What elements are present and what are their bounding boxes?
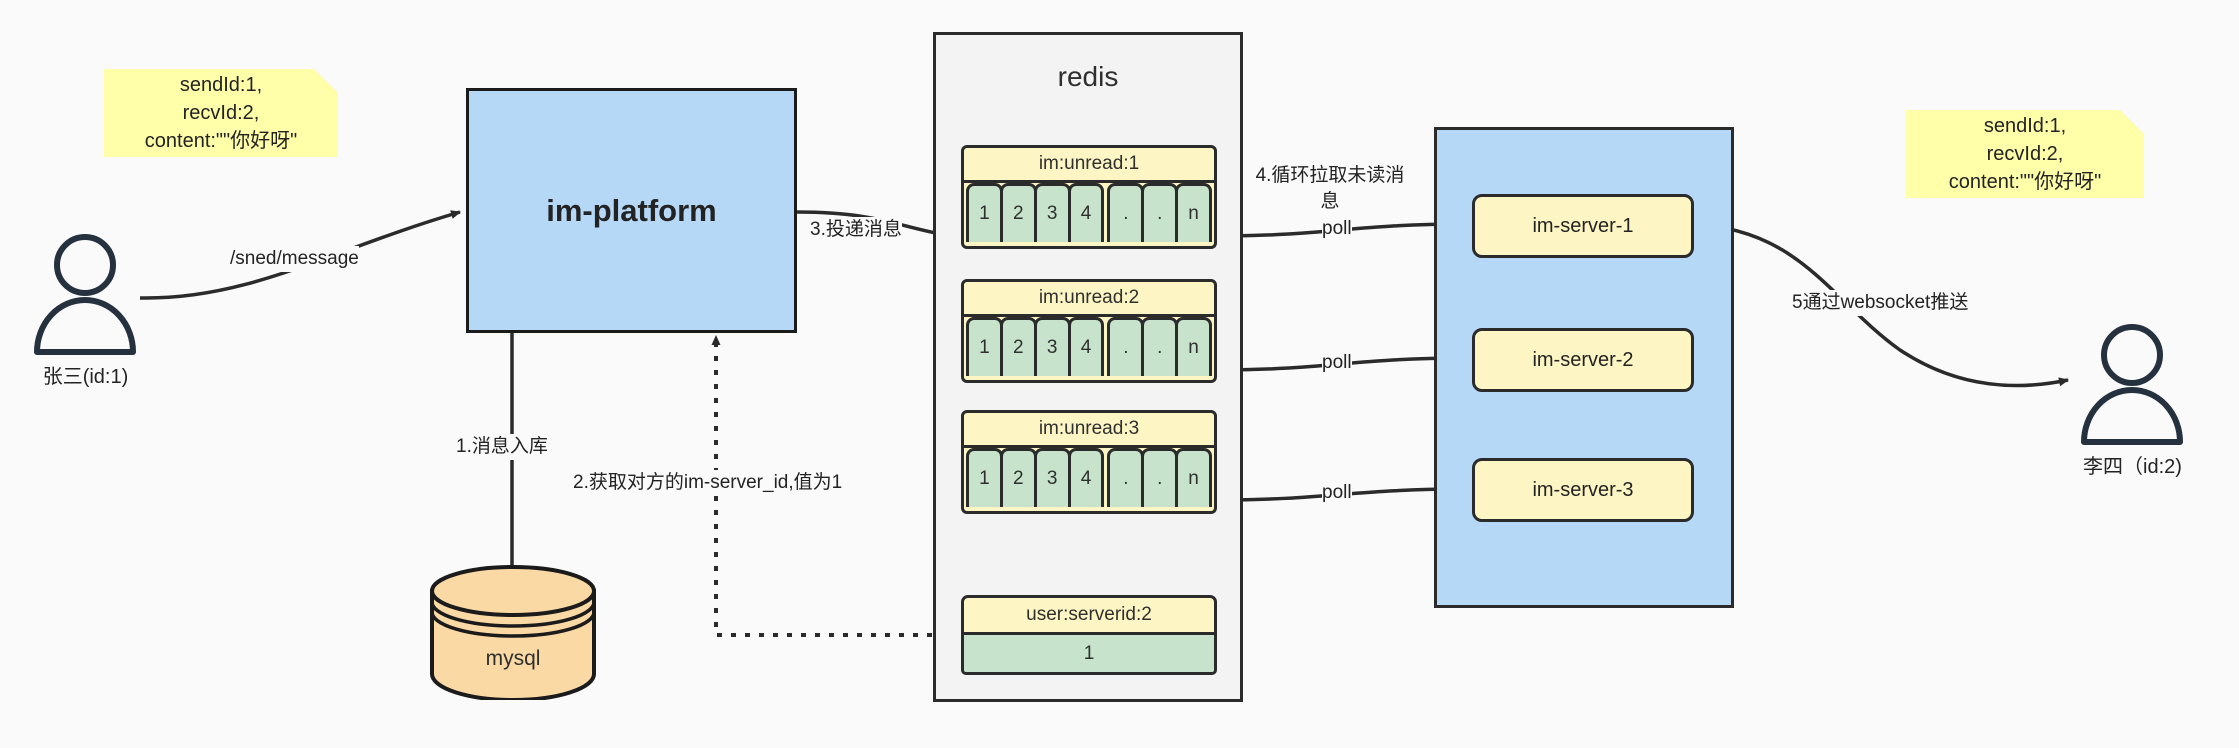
note-fold-icon <box>314 69 338 93</box>
redis-list-cells: 1 2 3 4 . . n <box>961 448 1217 514</box>
list-cell: . <box>1141 317 1179 376</box>
list-cell: 2 <box>999 317 1037 376</box>
list-cell: . <box>1107 183 1145 242</box>
database-cylinder-icon: mysql <box>430 565 596 702</box>
edge-label-step3: 3.投递消息 <box>810 217 902 243</box>
user-icon <box>34 234 136 355</box>
list-cell: 3 <box>1033 448 1071 507</box>
redis-kv-key: user:serverid:2 <box>961 595 1217 635</box>
im-platform-label: im-platform <box>546 192 717 228</box>
mysql-label: mysql <box>486 647 541 670</box>
edge-label-send-message: /sned/message <box>230 246 359 272</box>
redis-kv-user-serverid[interactable]: user:serverid:2 1 <box>961 595 1217 675</box>
redis-list-key: im:unread:1 <box>961 145 1217 183</box>
im-server-3-label: im-server-3 <box>1532 478 1634 501</box>
list-cell: . <box>1107 448 1145 507</box>
im-server-group: im-server-1 im-server-2 im-server-3 <box>1434 127 1734 608</box>
edge-label-poll-3: poll <box>1322 480 1352 506</box>
redis-title: redis <box>1057 61 1119 92</box>
list-cell: 1 <box>966 317 1003 376</box>
redis-kv-value: 1 <box>961 635 1217 675</box>
edge-label-step2: 2.获取对方的im-server_id,值为1 <box>573 470 843 496</box>
list-cell: . <box>1141 448 1179 507</box>
actor-receiver-label: 李四（id:2) <box>2083 456 2182 478</box>
note-right: sendId:1, recvId:2, content:""你好呀" <box>1906 110 2144 198</box>
im-server-2-box[interactable]: im-server-2 <box>1472 328 1694 392</box>
edge-label-poll-1: poll <box>1322 216 1352 242</box>
list-cell: . <box>1107 317 1145 376</box>
actor-sender[interactable]: 张三(id:1) <box>28 232 143 392</box>
im-server-1-label: im-server-1 <box>1532 214 1634 237</box>
redis-list-key: im:unread:3 <box>961 410 1217 448</box>
edge-label-step5: 5通过websocket推送 <box>1792 290 1969 316</box>
redis-list-key: im:unread:2 <box>961 279 1217 317</box>
redis-list-im-unread-2[interactable]: im:unread:2 1 2 3 4 . . n <box>961 279 1217 383</box>
list-cell: 3 <box>1033 183 1071 242</box>
im-server-1-box[interactable]: im-server-1 <box>1472 194 1694 258</box>
list-cell: n <box>1175 183 1213 242</box>
user-icon <box>2081 324 2183 445</box>
list-cell: 4 <box>1067 183 1105 242</box>
list-cell: 4 <box>1067 448 1105 507</box>
redis-list-im-unread-3[interactable]: im:unread:3 1 2 3 4 . . n <box>961 410 1217 514</box>
actor-sender-label: 张三(id:1) <box>42 366 129 388</box>
redis-list-cells: 1 2 3 4 . . n <box>961 183 1217 249</box>
edge-label-poll-2: poll <box>1322 350 1352 376</box>
im-server-2-label: im-server-2 <box>1532 348 1634 371</box>
list-cell: n <box>1175 317 1213 376</box>
redis-list-cells: 1 2 3 4 . . n <box>961 317 1217 383</box>
list-cell: 1 <box>966 448 1003 507</box>
redis-list-im-unread-1[interactable]: im:unread:1 1 2 3 4 . . n <box>961 145 1217 249</box>
im-platform-box[interactable]: im-platform <box>466 88 797 333</box>
edge-label-step1: 1.消息入库 <box>456 434 548 460</box>
actor-receiver[interactable]: 李四（id:2) <box>2075 322 2190 482</box>
note-fold-icon <box>2120 110 2144 134</box>
redis-group: redis im:unread:1 1 2 3 4 . . n im:unrea… <box>933 32 1243 702</box>
list-cell: 3 <box>1033 317 1071 376</box>
list-cell: 2 <box>999 183 1037 242</box>
mysql-database[interactable]: mysql <box>428 565 598 702</box>
list-cell: . <box>1141 183 1179 242</box>
im-server-3-box[interactable]: im-server-3 <box>1472 458 1694 522</box>
note-left: sendId:1, recvId:2, content:""你好呀" <box>104 69 338 157</box>
note-right-text: sendId:1, recvId:2, content:""你好呀" <box>1948 115 2102 193</box>
note-left-text: sendId:1, recvId:2, content:""你好呀" <box>144 74 298 152</box>
list-cell: 1 <box>966 183 1003 242</box>
edge-label-step4: 4.循环拉取未读消息 <box>1255 163 1405 215</box>
list-cell: n <box>1175 448 1213 507</box>
list-cell: 2 <box>999 448 1037 507</box>
list-cell: 4 <box>1067 317 1105 376</box>
